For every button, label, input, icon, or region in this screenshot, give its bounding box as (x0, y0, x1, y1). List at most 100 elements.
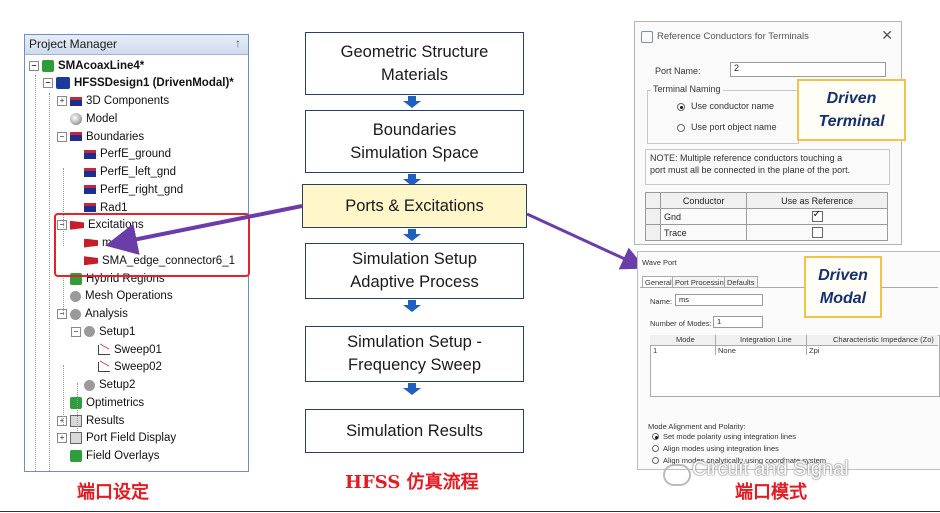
tree-guide-line (49, 93, 50, 471)
tree-item[interactable]: − HFSSDesign1 (DrivenModal)* (43, 75, 234, 92)
expand-icon[interactable]: + (57, 433, 67, 444)
tree-item[interactable]: Rad1 (71, 199, 128, 216)
flow-arrow-icon (403, 229, 421, 241)
tree-item[interactable]: SMA_edge_connector6_1 (71, 252, 235, 269)
expand-icon[interactable]: + (57, 96, 67, 106)
excitation-icon (84, 238, 98, 248)
radio-set-polarity[interactable] (652, 433, 659, 440)
callout-modal-line2: Modal (819, 290, 867, 307)
col-mode: Mode (676, 335, 695, 344)
tree-item[interactable]: + Port Field Display (57, 430, 176, 447)
pin-icon[interactable]: ↑ (235, 36, 241, 50)
tree-item[interactable]: PerfE_right_gnd (71, 181, 183, 198)
boundary-icon (84, 203, 96, 212)
boundary-icon (84, 149, 96, 159)
flow-step-line2: Simulation Space (350, 143, 479, 162)
mode-table-header (650, 335, 938, 346)
conductor-name: Trace (659, 224, 748, 241)
tree-item[interactable]: Model (57, 110, 117, 127)
use-reference-checkbox-gnd[interactable] (811, 209, 823, 223)
col-integration-line: Integration Line (740, 335, 792, 344)
tree-item-label: HFSSDesign1 (DrivenModal)* (74, 77, 234, 90)
radio-align-modes[interactable] (652, 445, 659, 452)
port-name-input[interactable]: 2 (730, 62, 886, 77)
radio-align-modes-label: Align modes using integration lines (663, 444, 779, 453)
close-icon[interactable]: ✕ (881, 27, 893, 43)
flow-arrow-icon (403, 174, 421, 186)
expand-icon[interactable]: + (57, 415, 67, 426)
tree-item[interactable]: −SMAcoaxLine4* (29, 57, 144, 74)
flow-step-line1: Geometric Structure (340, 42, 489, 61)
collapse-icon[interactable]: − (43, 78, 53, 89)
flow-step-line1: Simulation Results (346, 421, 483, 440)
tree-item[interactable]: Mesh Operations (57, 288, 173, 305)
col-divider (715, 335, 716, 355)
tree-guide-line (63, 168, 64, 246)
radio-port-object-name[interactable] (677, 124, 685, 132)
tree-item-label: Optimetrics (86, 396, 145, 409)
tree-item[interactable]: PerfE_ground (71, 146, 171, 163)
tree-item-label: Model (86, 112, 118, 125)
note-line-2: port must all be connected in the plane … (650, 165, 851, 175)
tab-defaults[interactable]: Defaults (724, 276, 758, 288)
watermark: Circuit and Signal (692, 458, 849, 480)
conductor-table: Conductor Use as Reference Gnd Trace (645, 192, 888, 241)
tree-item[interactable]: Sweep02 (85, 359, 162, 376)
collapse-icon[interactable]: − (57, 220, 67, 231)
flow-step-line2: Adaptive Process (350, 273, 479, 291)
wave-port-dialog: Wave Port General Port Processing Defaul… (637, 251, 940, 470)
radio-conductor-name[interactable] (677, 103, 685, 111)
tree-item-label: Field Overlays (86, 450, 160, 462)
components-icon (70, 96, 82, 106)
collapse-icon[interactable]: − (29, 60, 39, 71)
tree-item[interactable]: +Results (57, 412, 124, 429)
tree-item[interactable]: −Boundaries (57, 128, 144, 145)
tree-guide-line (77, 383, 78, 431)
flow-step: Simulation Setup -Frequency Sweep (305, 326, 524, 382)
tree-item[interactable]: Field Overlays (57, 448, 160, 465)
col-divider (806, 335, 807, 355)
row-impedance: Zpi (809, 346, 820, 355)
collapse-icon[interactable]: − (71, 326, 81, 337)
driven-terminal-callout: Driven Terminal (797, 79, 906, 141)
tree-item-label: Mesh Operations (85, 290, 173, 303)
port-field-icon (70, 432, 82, 445)
col-impedance: Characteristic Impedance (Zo) (833, 335, 934, 344)
field-overlays-icon (70, 450, 82, 462)
radio-align-analytic[interactable] (652, 457, 659, 464)
flow-step-line2: Frequency Sweep (348, 356, 481, 374)
excitation-icon (70, 220, 84, 230)
modes-input[interactable]: 1 (713, 316, 763, 328)
dialog-title: Reference Conductors for Terminals (657, 31, 809, 42)
arrow-to-excitations (105, 204, 303, 255)
flow-step: Ports & Excitations (302, 184, 527, 228)
tree-item-label: Port Field Display (86, 432, 177, 445)
optimetrics-icon (70, 396, 82, 409)
tree-item[interactable]: Optimetrics (57, 394, 144, 411)
tree-item-label: Setup1 (99, 325, 136, 338)
tree-item[interactable]: PerfE_left_gnd (71, 164, 176, 181)
collapse-icon[interactable]: − (57, 131, 67, 142)
flow-step-line1: Boundaries (372, 120, 457, 139)
terminal-naming-group (647, 90, 799, 144)
bottom-rule (0, 511, 940, 512)
note-line-1: NOTE: Multiple reference conductors touc… (650, 153, 843, 163)
tree-item[interactable]: − Setup1 (71, 323, 135, 340)
use-reference-checkbox-trace[interactable] (811, 227, 823, 239)
radio-conductor-name-label: Use conductor name (691, 101, 775, 111)
sweep-icon (98, 344, 110, 355)
tree-item[interactable]: Sweep01 (85, 341, 162, 358)
tree-item[interactable]: −Analysis (57, 306, 128, 323)
project-manager-panel: Project Manager ↑ −SMAcoaxLine4*−HFSSDes… (24, 34, 249, 472)
table-corner (645, 192, 661, 209)
flow-step-line1: Ports & Excitations (345, 196, 484, 215)
tree-item[interactable]: Setup2 (71, 377, 135, 394)
collapse-icon[interactable]: − (57, 309, 67, 319)
tree-item-label: Setup2 (99, 379, 136, 391)
tree-item[interactable]: +3D Components (57, 93, 169, 110)
callout-terminal-line1: Driven (826, 90, 877, 107)
name-input[interactable]: ms (675, 294, 763, 306)
analysis-icon (70, 308, 81, 320)
